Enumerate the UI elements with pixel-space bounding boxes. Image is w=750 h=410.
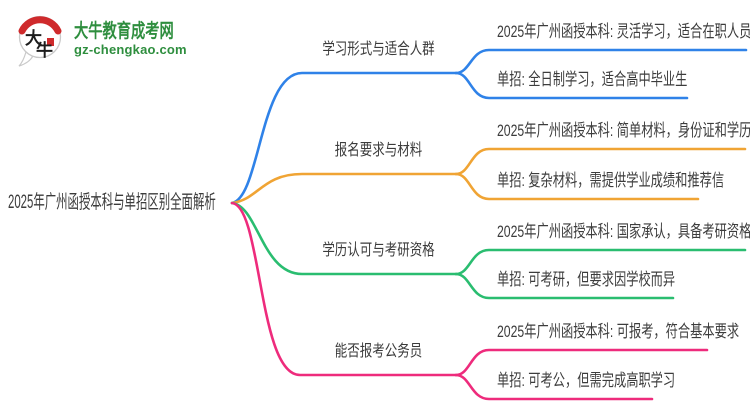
branch-2-label: 报名要求与材料 xyxy=(334,142,423,159)
branch-2-leaf-2: 单招: 复杂材料，需提供学业成绩和推荐信 xyxy=(497,171,725,190)
branch-1-leaf-1: 2025年广州函授本科: 灵活学习，适合在职人员 xyxy=(497,22,750,41)
branch-2-connector xyxy=(230,172,458,205)
central-topic: 2025年广州函授本科与单招区别全面解析 xyxy=(8,192,216,213)
daniu-logo-icon: 大 牛 xyxy=(18,15,62,67)
logo-seal xyxy=(47,38,54,46)
branch-4-label: 能否报考公务员 xyxy=(334,343,423,360)
branch-4-leaf-1-connector xyxy=(454,348,709,377)
branch-1-label: 学习形式与适合人群 xyxy=(322,41,435,58)
branch-2-leaf-1-connector xyxy=(454,147,747,176)
branch-3-connector xyxy=(230,201,458,276)
branch-3-leaf-2: 单招: 可考研，但要求因学校而异 xyxy=(497,270,676,289)
branch-3-label: 学历认可与考研资格 xyxy=(322,242,435,259)
site-logo: 大 牛 大牛教育成考网 gz-chengkao.com xyxy=(14,8,187,67)
branch-3-leaf-2-connector xyxy=(454,272,675,300)
site-name: 大牛教育成考网 xyxy=(74,21,174,42)
branch-2-leaf-2-connector xyxy=(454,172,700,201)
branch-2-leaf-1: 2025年广州函授本科: 简单材料，身份证和学历证明 xyxy=(497,121,750,140)
branch-4-leaf-1: 2025年广州函授本科: 可报考，符合基本要求 xyxy=(497,322,740,341)
logo-char-1: 大 xyxy=(25,28,42,48)
branch-1-connector xyxy=(230,71,458,205)
branch-4-connector xyxy=(230,201,458,377)
branch-3-lines xyxy=(230,201,747,300)
branch-4-lines xyxy=(230,201,709,401)
branch-3-leaf-1-connector xyxy=(454,248,747,276)
branch-2-lines xyxy=(230,147,747,205)
branch-1-leaf-2: 单招: 全日制学习，适合高中毕业生 xyxy=(497,70,688,89)
branch-1-leaf-1-connector xyxy=(454,48,748,75)
branch-3-leaf-1: 2025年广州函授本科: 国家承认，具备考研资格 xyxy=(497,222,750,241)
site-url: gz-chengkao.com xyxy=(74,42,187,57)
branch-1-lines xyxy=(230,48,748,205)
branch-1-leaf-2-connector xyxy=(454,71,689,100)
logo-char-2: 牛 xyxy=(36,40,53,60)
logo-red-cap xyxy=(18,16,62,35)
branch-4-leaf-2: 单招: 可考公，但需完成高职学习 xyxy=(497,371,676,390)
branch-4-leaf-2-connector xyxy=(454,373,654,401)
